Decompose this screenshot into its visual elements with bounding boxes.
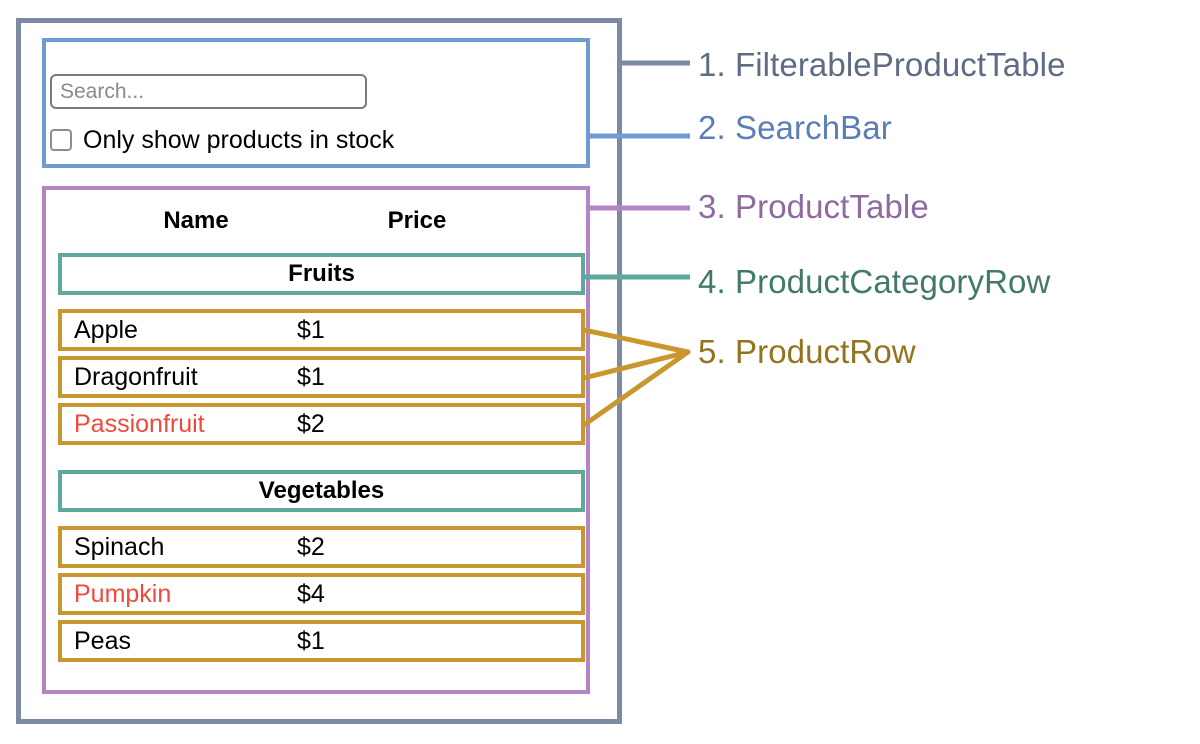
product-price: $1 xyxy=(297,626,325,655)
in-stock-checkbox-label: Only show products in stock xyxy=(83,126,395,154)
category-label: Vegetables xyxy=(258,477,385,504)
product-table-header: Name Price xyxy=(60,200,572,242)
in-stock-checkbox[interactable] xyxy=(50,129,72,151)
product-row: Dragonfruit $1 xyxy=(58,356,585,398)
product-name: Passionfruit xyxy=(74,409,205,438)
product-price: $1 xyxy=(297,315,325,344)
product-name: Peas xyxy=(74,626,131,655)
legend-label-search-bar: 2. SearchBar xyxy=(698,109,892,146)
product-category-row-fruits: Fruits xyxy=(58,253,585,295)
product-row: Peas $1 xyxy=(58,620,585,662)
product-price: $2 xyxy=(297,532,325,561)
product-row: Apple $1 xyxy=(58,309,585,351)
product-category-row-vegetables: Vegetables xyxy=(58,470,585,512)
product-row: Spinach $2 xyxy=(58,526,585,568)
legend-label-product-category-row: 4. ProductCategoryRow xyxy=(698,263,1051,300)
column-header-price: Price xyxy=(387,207,447,234)
category-label: Fruits xyxy=(288,260,355,287)
legend-label-filterable-product-table: 1. FilterableProductTable xyxy=(698,46,1066,83)
in-stock-filter-row[interactable]: Only show products in stock xyxy=(50,127,394,153)
product-name: Spinach xyxy=(74,532,165,561)
product-name: Pumpkin xyxy=(74,579,172,608)
product-price: $1 xyxy=(297,362,325,391)
product-name: Apple xyxy=(74,315,138,344)
product-price: $2 xyxy=(297,409,325,438)
product-price: $4 xyxy=(297,579,325,608)
search-input[interactable]: Search... xyxy=(50,74,367,109)
legend-label-product-table: 3. ProductTable xyxy=(698,188,929,225)
product-row: Passionfruit $2 xyxy=(58,403,585,445)
product-row: Pumpkin $4 xyxy=(58,573,585,615)
legend-label-product-row: 5. ProductRow xyxy=(698,333,916,370)
product-name: Dragonfruit xyxy=(74,362,198,391)
column-header-name: Name xyxy=(163,207,229,234)
